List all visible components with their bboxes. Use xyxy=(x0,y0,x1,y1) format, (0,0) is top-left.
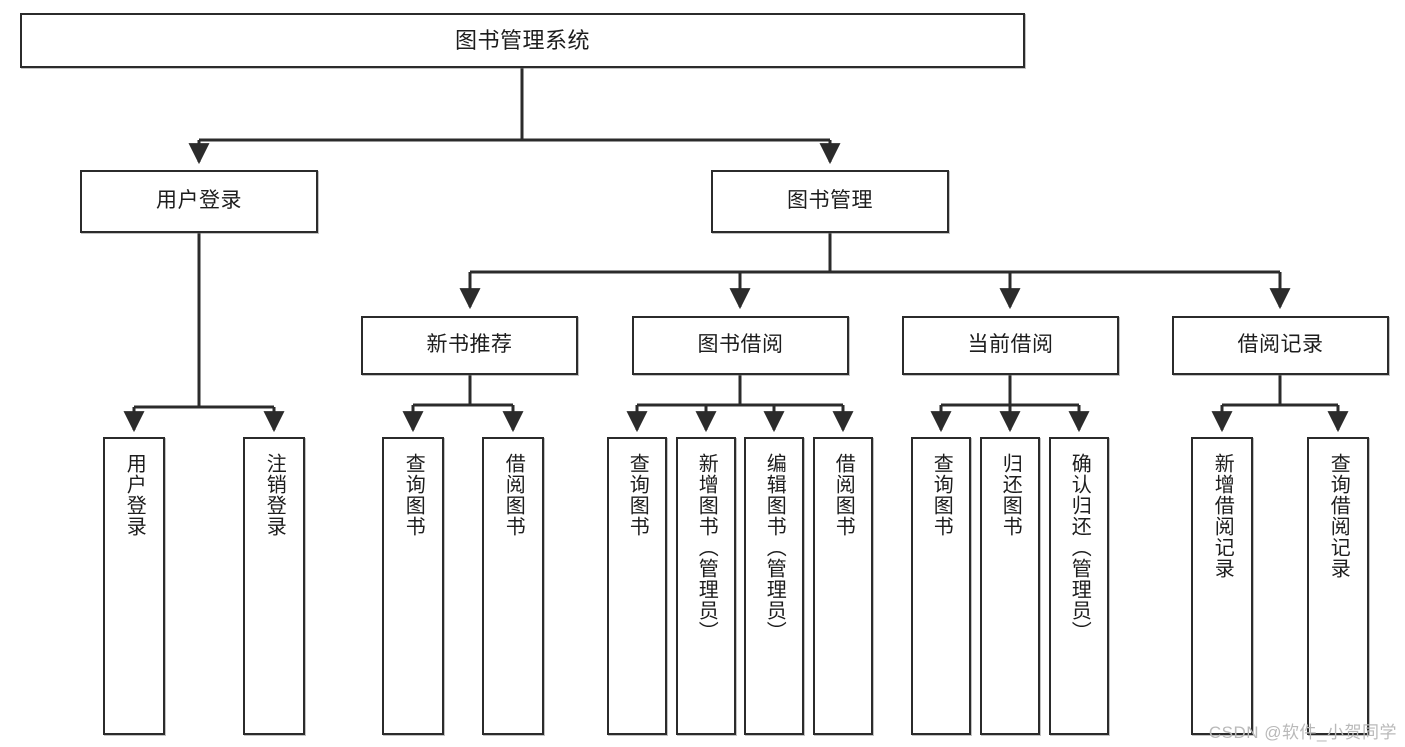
leaf-borrow-edit-book-label: 编辑图书（管理员） xyxy=(763,453,786,642)
node-current-borrow[interactable]: 当前借阅 xyxy=(902,316,1119,375)
leaf-user-login-signout-label: 注销登录 xyxy=(263,453,286,537)
node-current-borrow-label: 当前借阅 xyxy=(967,333,1054,357)
node-book-management-label: 图书管理 xyxy=(787,189,873,213)
leaf-current-confirm-return[interactable]: 确认归还（管理员） xyxy=(1049,437,1109,735)
leaf-current-return-book-label: 归还图书 xyxy=(999,453,1022,537)
leaf-borrow-query-book[interactable]: 查询图书 xyxy=(607,437,667,735)
node-user-login[interactable]: 用户登录 xyxy=(80,170,318,233)
leaf-record-query-label: 查询借阅记录 xyxy=(1327,453,1350,579)
leaf-current-query-book[interactable]: 查询图书 xyxy=(911,437,971,735)
leaf-record-add[interactable]: 新增借阅记录 xyxy=(1191,437,1253,735)
node-borrow-record[interactable]: 借阅记录 xyxy=(1172,316,1389,375)
leaf-borrow-edit-book[interactable]: 编辑图书（管理员） xyxy=(744,437,804,735)
leaf-record-add-label: 新增借阅记录 xyxy=(1211,453,1234,579)
node-root[interactable]: 图书管理系统 xyxy=(20,13,1025,68)
node-book-management[interactable]: 图书管理 xyxy=(711,170,949,233)
leaf-borrow-add-book-label: 新增图书（管理员） xyxy=(695,453,718,642)
leaf-user-login-signout[interactable]: 注销登录 xyxy=(243,437,305,735)
node-book-borrow[interactable]: 图书借阅 xyxy=(632,316,849,375)
node-new-book-recommend[interactable]: 新书推荐 xyxy=(361,316,578,375)
leaf-record-query[interactable]: 查询借阅记录 xyxy=(1307,437,1369,735)
leaf-borrow-query-book-label: 查询图书 xyxy=(626,453,649,537)
leaf-current-return-book[interactable]: 归还图书 xyxy=(980,437,1040,735)
node-book-borrow-label: 图书借阅 xyxy=(697,333,784,357)
leaf-current-query-book-label: 查询图书 xyxy=(930,453,953,537)
leaf-new-book-query[interactable]: 查询图书 xyxy=(382,437,444,735)
csdn-watermark: CSDN @软件_小贺同学 xyxy=(1208,723,1397,742)
leaf-borrow-borrow-book[interactable]: 借阅图书 xyxy=(813,437,873,735)
node-new-book-recommend-label: 新书推荐 xyxy=(426,333,513,357)
node-user-login-label: 用户登录 xyxy=(156,189,242,213)
leaf-current-confirm-return-label: 确认归还（管理员） xyxy=(1068,453,1091,642)
leaf-user-login-signin-label: 用户登录 xyxy=(123,453,146,537)
node-borrow-record-label: 借阅记录 xyxy=(1237,333,1324,357)
leaf-borrow-borrow-book-label: 借阅图书 xyxy=(832,453,855,537)
leaf-new-book-borrow[interactable]: 借阅图书 xyxy=(482,437,544,735)
leaf-borrow-add-book[interactable]: 新增图书（管理员） xyxy=(676,437,736,735)
leaf-new-book-query-label: 查询图书 xyxy=(402,453,425,537)
node-root-label: 图书管理系统 xyxy=(454,27,590,53)
leaf-user-login-signin[interactable]: 用户登录 xyxy=(103,437,165,735)
leaf-new-book-borrow-label: 借阅图书 xyxy=(502,453,525,537)
